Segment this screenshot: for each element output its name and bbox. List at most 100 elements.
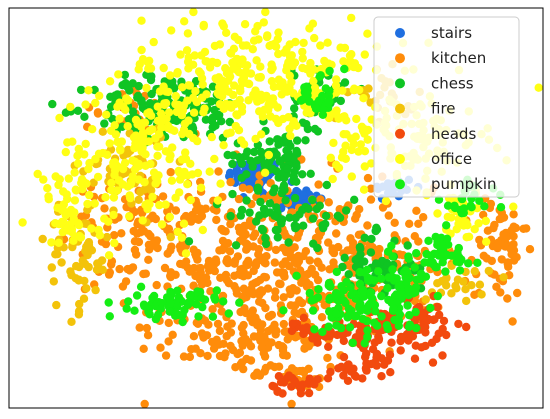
- point-pumpkin: [455, 253, 464, 262]
- point-office: [73, 159, 83, 168]
- point-office: [143, 199, 152, 209]
- point-kitchen: [363, 221, 372, 230]
- point-pumpkin: [372, 321, 382, 330]
- point-kitchen: [378, 203, 388, 212]
- point-office: [534, 83, 543, 92]
- point-office: [258, 112, 268, 121]
- point-office: [367, 159, 376, 168]
- point-chess: [208, 82, 218, 91]
- point-office: [228, 58, 237, 67]
- point-office: [69, 214, 79, 223]
- point-office: [67, 225, 77, 234]
- point-kitchen: [244, 256, 253, 265]
- point-office: [222, 28, 231, 37]
- point-office: [184, 81, 193, 90]
- point-office: [339, 57, 348, 66]
- point-kitchen: [241, 286, 250, 295]
- point-kitchen: [304, 342, 313, 351]
- point-office: [190, 51, 199, 60]
- point-kitchen: [196, 204, 205, 213]
- point-kitchen: [271, 287, 280, 296]
- point-office: [162, 87, 171, 96]
- point-office: [254, 35, 263, 44]
- point-pumpkin: [405, 320, 415, 329]
- point-chess: [250, 147, 259, 157]
- legend-marker-chess: [395, 78, 405, 89]
- point-pumpkin: [340, 64, 349, 74]
- point-office: [182, 46, 192, 55]
- point-chess: [284, 238, 293, 247]
- legend-marker-pumpkin: [395, 179, 405, 190]
- point-pumpkin: [211, 295, 220, 304]
- point-office: [381, 196, 391, 206]
- point-pumpkin: [475, 196, 484, 205]
- point-kitchen: [242, 245, 251, 254]
- point-chess: [304, 204, 313, 213]
- point-office: [363, 135, 372, 144]
- point-pumpkin: [355, 279, 365, 289]
- point-kitchen: [234, 194, 244, 204]
- point-pumpkin: [318, 110, 328, 120]
- point-chess: [356, 250, 365, 259]
- point-kitchen: [292, 286, 301, 295]
- point-kitchen: [267, 338, 276, 347]
- point-pumpkin: [305, 288, 314, 298]
- point-office: [149, 37, 158, 47]
- point-office: [251, 86, 260, 95]
- point-chess: [344, 270, 353, 279]
- point-kitchen: [410, 232, 419, 241]
- point-heads: [372, 349, 382, 359]
- point-heads: [454, 319, 463, 329]
- point-kitchen: [209, 344, 219, 353]
- point-chess: [215, 110, 224, 120]
- point-office: [95, 91, 104, 101]
- point-office: [167, 26, 176, 35]
- point-pumpkin: [321, 84, 330, 93]
- point-kitchen: [412, 206, 421, 215]
- point-office: [298, 54, 307, 63]
- point-kitchen: [317, 263, 326, 272]
- point-office: [113, 162, 122, 171]
- point-kitchen: [226, 219, 235, 229]
- point-kitchen: [271, 330, 280, 339]
- point-pumpkin: [310, 325, 319, 334]
- point-heads: [326, 367, 335, 377]
- point-office: [298, 63, 307, 73]
- point-office: [227, 103, 236, 112]
- point-pumpkin: [149, 291, 159, 301]
- point-chess: [165, 78, 174, 87]
- point-chess: [283, 164, 292, 173]
- point-office: [289, 117, 298, 126]
- point-heads: [442, 330, 451, 340]
- point-office: [87, 224, 96, 233]
- point-office: [355, 85, 364, 95]
- point-kitchen: [260, 352, 270, 361]
- point-kitchen: [260, 258, 269, 267]
- point-office: [103, 150, 112, 159]
- point-fire: [364, 84, 373, 93]
- point-kitchen: [217, 307, 226, 316]
- point-kitchen: [363, 173, 373, 183]
- point-office: [342, 116, 351, 125]
- point-chess: [303, 124, 313, 134]
- point-heads: [313, 338, 322, 347]
- point-office: [137, 16, 146, 25]
- point-kitchen: [239, 272, 248, 281]
- point-pumpkin: [363, 326, 372, 335]
- point-kitchen: [245, 185, 254, 194]
- point-office: [233, 111, 242, 120]
- point-chess: [321, 219, 330, 229]
- point-chess: [253, 186, 263, 195]
- point-kitchen: [519, 224, 528, 233]
- point-fire: [49, 277, 58, 286]
- point-kitchen: [248, 288, 257, 297]
- point-office: [308, 19, 318, 28]
- point-office: [54, 180, 63, 190]
- point-office: [145, 108, 154, 117]
- point-kitchen: [237, 358, 247, 367]
- point-office: [323, 38, 332, 47]
- point-kitchen: [148, 211, 157, 220]
- point-pumpkin: [422, 249, 431, 259]
- point-office: [345, 51, 355, 60]
- point-office: [246, 69, 256, 78]
